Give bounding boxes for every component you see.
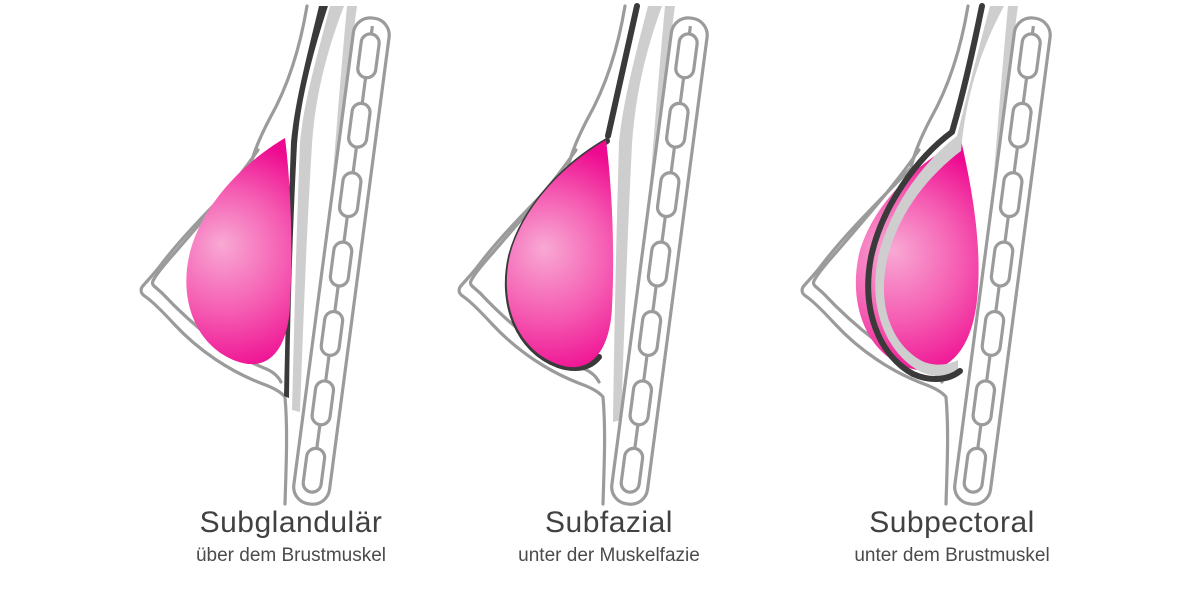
- rib-segment: [962, 446, 988, 494]
- rib-segment: [971, 379, 997, 427]
- rib-segment: [356, 32, 381, 80]
- rib-segment: [989, 240, 1015, 288]
- panel-subtitle: unter der Muskelfazie: [518, 545, 700, 566]
- rib-column: [292, 16, 391, 506]
- rib-segment: [301, 446, 327, 494]
- muscle-layer: [292, 6, 344, 412]
- rib-segment: [674, 32, 699, 80]
- skin-inner-line: [150, 148, 283, 384]
- fascia-layer: [284, 6, 328, 398]
- panel-title: Subfazial: [545, 506, 673, 539]
- rib-segment: [347, 101, 372, 149]
- panel-subtitle: unter dem Brustmuskel: [854, 545, 1050, 566]
- panel-subpectoral: Subpectoral unter dem Brustmuskel: [661, 0, 1059, 600]
- skin-outline: [800, 4, 970, 506]
- rib-segment: [310, 379, 336, 427]
- rib-segment: [998, 171, 1024, 219]
- illustration-subglandular: [139, 4, 391, 506]
- panel-subtitle: über dem Brustmuskel: [195, 545, 387, 566]
- rib-segment: [319, 309, 345, 357]
- rib-segment: [1017, 32, 1042, 80]
- caption-subpectoral: Subpectoral unter dem Brustmuskel: [753, 506, 1151, 568]
- rib-segment: [646, 240, 672, 288]
- rib-column: [610, 16, 709, 506]
- caption-subglandular: Subglandulär über dem Brustmuskel: [92, 506, 490, 568]
- rib-segment: [328, 240, 354, 288]
- rib-segment: [619, 446, 645, 494]
- rib-segment: [980, 309, 1006, 357]
- fascia-layer: [605, 3, 640, 139]
- rib-segment: [1008, 101, 1033, 149]
- rib-segment: [637, 309, 663, 357]
- panel-title: Subglandulär: [199, 506, 383, 539]
- muscle-layer: [613, 6, 662, 422]
- caption-subfascial: Subfazial unter der Muskelfazie: [410, 506, 808, 568]
- muscle-front-edge: [865, 3, 985, 382]
- panel-subfascial: Subfazial unter der Muskelfazie: [318, 0, 716, 600]
- panel-title: Subpectoral: [869, 506, 1035, 539]
- rib-segment: [655, 171, 681, 219]
- illustration-subpectoral: [800, 3, 1052, 506]
- skin-outline: [457, 4, 627, 506]
- panel-subglandular: Subglandulär über dem Brustmuskel: [0, 0, 398, 600]
- rib-column: [953, 16, 1052, 506]
- rib-segment: [337, 171, 363, 219]
- implant: [506, 140, 614, 368]
- illustration-subfascial: [457, 3, 709, 506]
- implant: [186, 138, 292, 365]
- rib-segment: [628, 379, 654, 427]
- skin-outline: [139, 4, 309, 506]
- rib-segment: [665, 101, 690, 149]
